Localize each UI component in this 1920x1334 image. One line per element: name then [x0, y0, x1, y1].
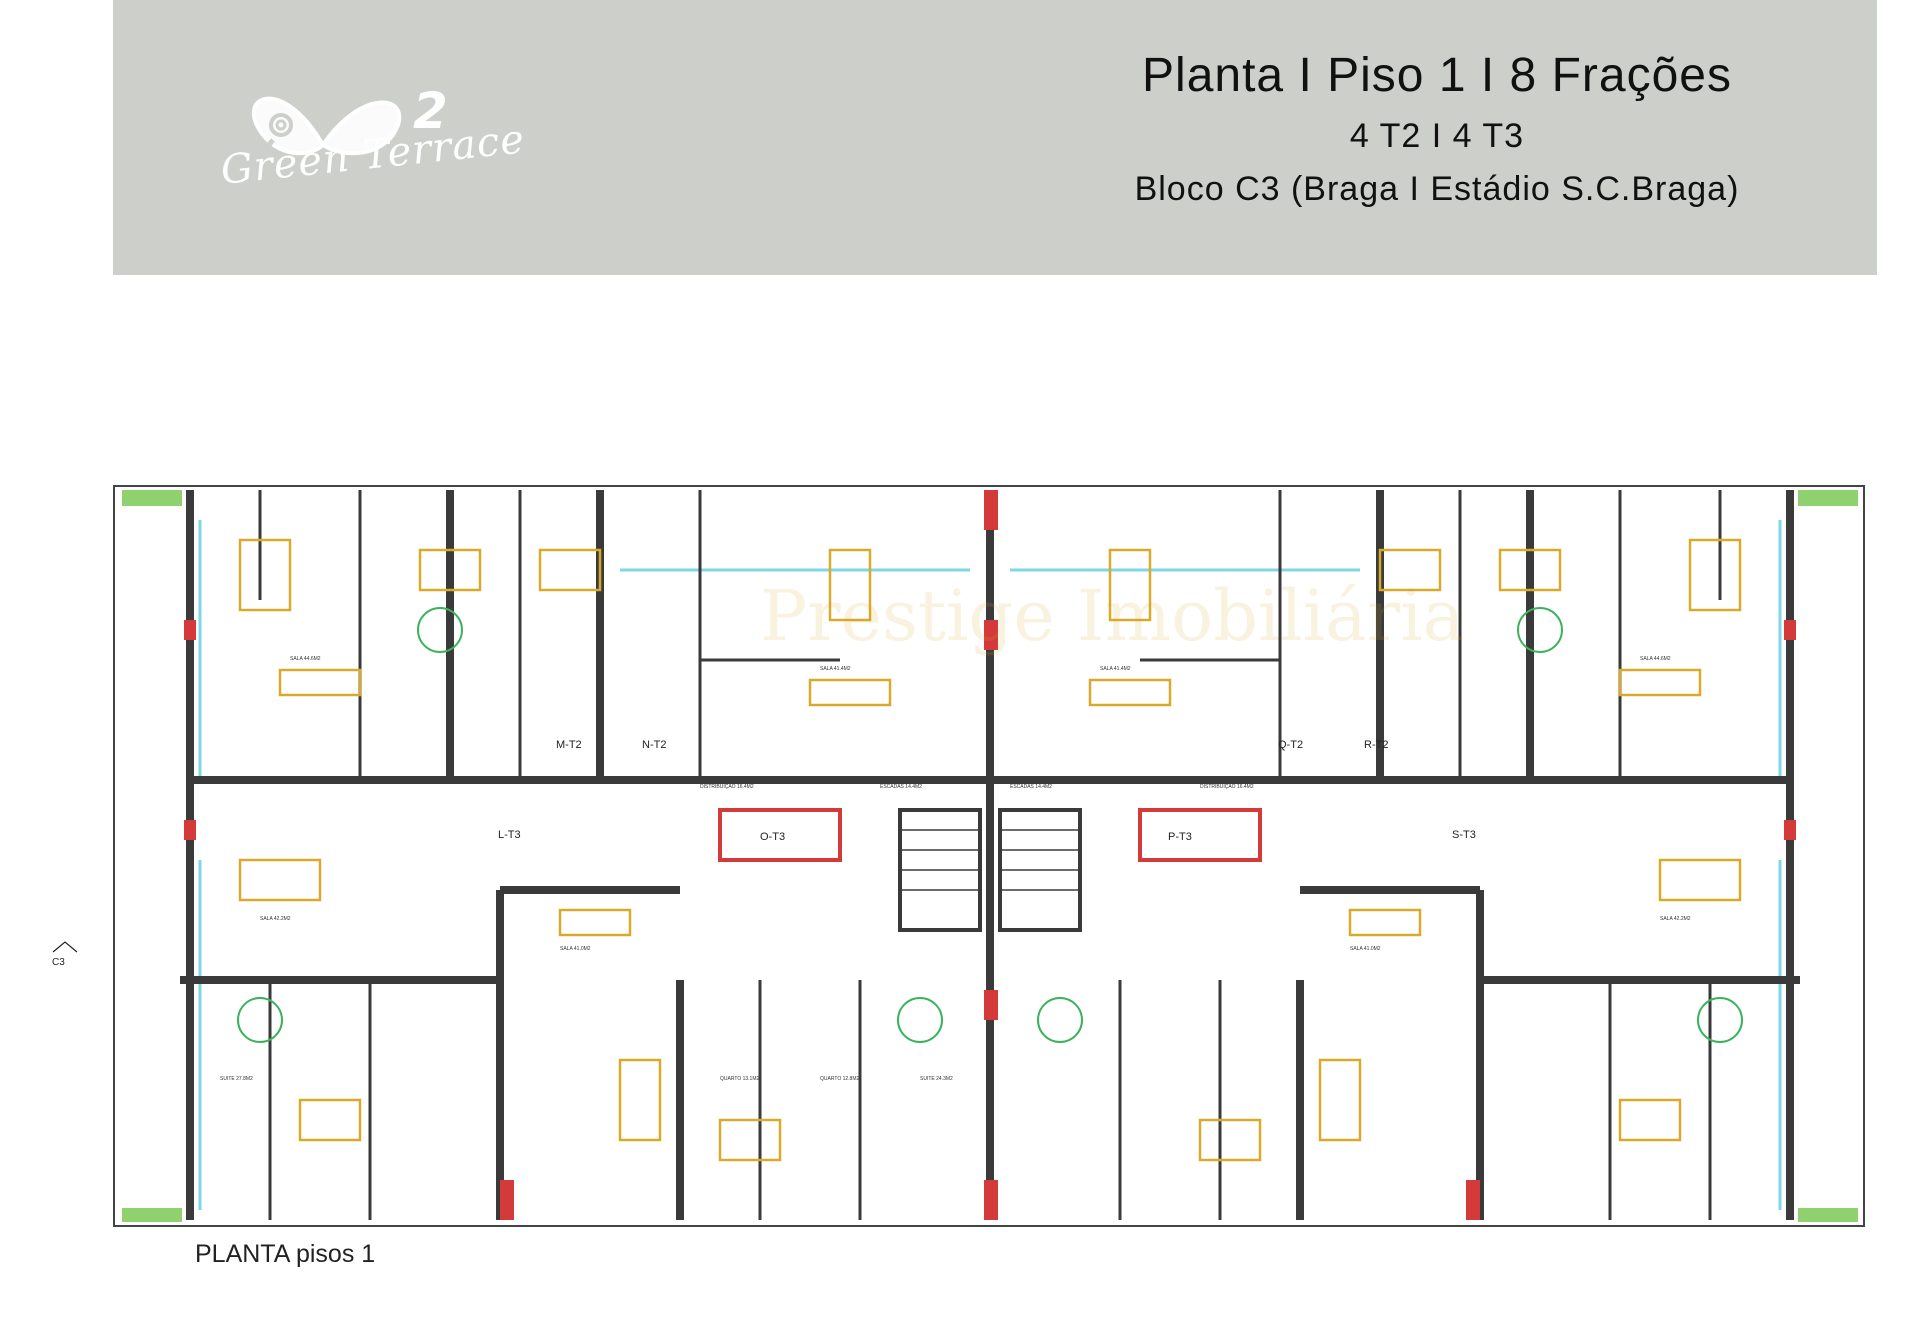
page-title: Planta I Piso 1 I 8 Frações [1142, 49, 1732, 102]
floor-plan: L-T3 M-T2 N-T2 O-T3 P-T3 Q-T2 R-T2 S-T3 … [113, 485, 1865, 1227]
typology-subtitle: 4 T2 I 4 T3 [1349, 117, 1525, 155]
area-label: SALA 44.6M2 [290, 656, 321, 662]
area-label: ESCADAS 14.4M2 [880, 784, 922, 790]
logo [203, 55, 503, 215]
columns [184, 490, 1796, 1220]
area-label: QUARTO 13.1M2 [720, 1076, 759, 1082]
area-label: ESCADAS 14.4M2 [1010, 784, 1052, 790]
partitions [258, 490, 1722, 1220]
unit-label: Q-T2 [1278, 739, 1303, 751]
watermark: Prestige Imobiliária [760, 575, 1464, 657]
unit-labels: L-T3 M-T2 N-T2 O-T3 P-T3 Q-T2 R-T2 S-T3 [498, 739, 1476, 843]
unit-label: L-T3 [498, 829, 521, 841]
area-label: DISTRIBUIÇÃO 16.4M2 [1200, 783, 1254, 790]
plan-caption: PLANTA pisos 1 [195, 1240, 376, 1268]
area-label: DISTRIBUIÇÃO 16.4M2 [700, 783, 754, 790]
furniture [238, 538, 1742, 1162]
title-block: Planta I Piso 1 I 8 Frações 4 T2 I 4 T3 … [1077, 48, 1797, 209]
header-banner: 2 Green Terrace Planta I Piso 1 I 8 Fraç… [113, 0, 1877, 275]
section-marker-label: C3 [52, 957, 65, 968]
location-subtitle: Bloco C3 (Braga I Estádio S.C.Braga) [1134, 170, 1740, 208]
glazing-lines [198, 520, 1782, 1210]
unit-label: P-T3 [1168, 831, 1192, 843]
walls [180, 490, 1800, 1220]
area-label: SALA 42.2M2 [260, 916, 291, 922]
building-outline [113, 485, 1865, 1227]
unit-label: M-T2 [556, 739, 582, 751]
logo-number: 2 [413, 82, 448, 140]
stairs [898, 808, 1082, 932]
area-label: QUARTO 12.8M2 [820, 1076, 859, 1082]
area-label: SALA 41.0M2 [560, 946, 591, 952]
unit-label: S-T3 [1452, 829, 1476, 841]
planters [122, 490, 1858, 1222]
area-labels: DISTRIBUIÇÃO 16.4M2 ESCADAS 14.4M2 ESCAD… [220, 656, 1691, 1082]
area-label: SUITE 24.3M2 [920, 1076, 953, 1082]
area-label: SALA 41.4M2 [820, 666, 851, 672]
area-label: SALA 41.4M2 [1100, 666, 1131, 672]
area-label: SUITE 27.8M2 [220, 1076, 253, 1082]
area-label: SALA 41.0M2 [1350, 946, 1381, 952]
unit-label: R-T2 [1364, 739, 1388, 751]
area-label: SALA 42.2M2 [1660, 916, 1691, 922]
butterfly-icon [251, 96, 402, 170]
section-marker: C3 [52, 940, 78, 968]
unit-label: O-T3 [760, 831, 785, 843]
fixtures [237, 607, 1743, 1043]
unit-label: N-T2 [642, 739, 666, 751]
area-label: SALA 44.6M2 [1640, 656, 1671, 662]
